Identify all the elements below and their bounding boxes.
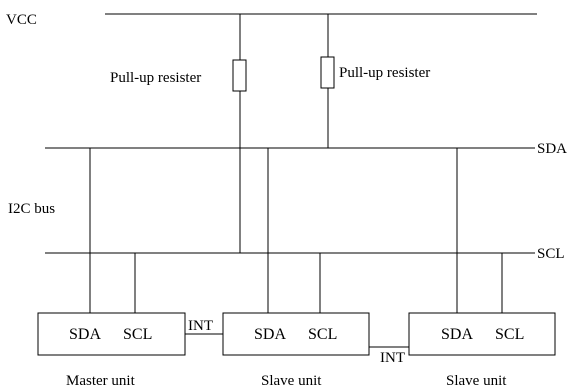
int-label-1: INT [188, 318, 213, 334]
pullup-label-1: Pull-up resister [110, 70, 201, 86]
slave-unit-1-box [222, 312, 370, 356]
scl-rail-label: SCL [537, 246, 565, 262]
master-pin-sda: SDA [69, 326, 101, 343]
master-unit-box [37, 312, 186, 356]
slave1-pin-sda: SDA [254, 326, 286, 343]
pullup-label-2: Pull-up resister [339, 65, 430, 81]
pullup-resistor-2 [320, 56, 335, 89]
slave-unit-2-caption: Slave unit [446, 373, 507, 389]
vcc-label: VCC [6, 12, 37, 28]
slave1-pin-scl: SCL [308, 326, 337, 343]
slave2-pin-scl: SCL [495, 326, 524, 343]
i2c-bus-label: I2C bus [8, 201, 55, 217]
master-unit-caption: Master unit [66, 373, 136, 389]
sda-rail-label: SDA [537, 141, 567, 157]
slave-unit-1-caption: Slave unit [261, 373, 322, 389]
pullup-resistor-1 [232, 59, 247, 92]
int-label-2: INT [380, 350, 405, 366]
slave-unit-2-box [408, 312, 556, 356]
slave2-pin-sda: SDA [441, 326, 473, 343]
master-pin-scl: SCL [123, 326, 152, 343]
